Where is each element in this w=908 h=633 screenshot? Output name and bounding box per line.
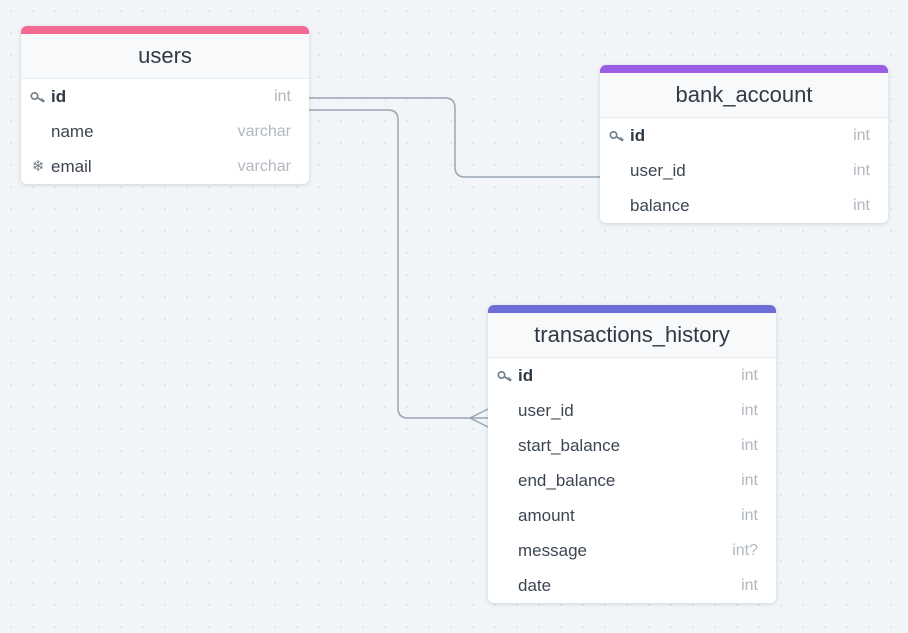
- field-type: int: [741, 437, 758, 454]
- field-name: user_id: [630, 161, 686, 180]
- field-name: id: [630, 126, 646, 145]
- field-type: int: [741, 507, 758, 524]
- table-title[interactable]: bank_account: [600, 73, 888, 118]
- field-name: balance: [630, 196, 690, 215]
- field-row-email[interactable]: ❄ email varchar: [21, 149, 309, 184]
- field-type: int: [853, 162, 870, 179]
- field-name: id: [518, 366, 534, 385]
- field-row-start-balance[interactable]: start_balance int: [488, 428, 776, 463]
- table-header-bar: [21, 26, 309, 34]
- field-row-user-id[interactable]: user_id int: [600, 153, 888, 188]
- crows-foot-many-icon: [468, 408, 489, 428]
- field-row-date[interactable]: date int: [488, 568, 776, 603]
- table-header-bar: [600, 65, 888, 73]
- field-name: end_balance: [518, 471, 616, 490]
- field-row-end-balance[interactable]: end_balance int: [488, 463, 776, 498]
- field-row-balance[interactable]: balance int: [600, 188, 888, 223]
- key-icon: [29, 79, 47, 114]
- field-list: id int user_id int start_balance int end…: [488, 358, 776, 603]
- table-bank-account[interactable]: bank_account id int user_id int balance …: [600, 65, 888, 223]
- field-type: int: [741, 402, 758, 419]
- field-row-user-id[interactable]: user_id int: [488, 393, 776, 428]
- field-row-message[interactable]: message int?: [488, 533, 776, 568]
- key-icon: [496, 358, 514, 393]
- field-type: int: [741, 367, 758, 384]
- field-name: start_balance: [518, 436, 621, 455]
- table-title[interactable]: transactions_history: [488, 313, 776, 358]
- field-type: int: [853, 197, 870, 214]
- relation-users-bank-account[interactable]: [309, 97, 600, 178]
- field-name: message: [518, 541, 587, 560]
- field-type: int: [853, 127, 870, 144]
- field-type: varchar: [237, 158, 291, 175]
- field-row-id[interactable]: id int: [600, 118, 888, 153]
- table-users[interactable]: users id int name varchar ❄ email varcha…: [21, 26, 309, 184]
- field-list: id int user_id int balance int: [600, 118, 888, 223]
- field-type: int: [741, 577, 758, 594]
- field-name: id: [51, 87, 67, 106]
- field-type: int?: [732, 542, 758, 559]
- table-header-bar: [488, 305, 776, 313]
- field-name: name: [51, 122, 94, 141]
- relation-users-transactions[interactable]: [309, 109, 488, 419]
- snowflake-icon: ❄: [31, 158, 45, 175]
- field-row-id[interactable]: id int: [488, 358, 776, 393]
- field-row-id[interactable]: id int: [21, 79, 309, 114]
- field-list: id int name varchar ❄ email varchar: [21, 79, 309, 184]
- table-transactions-history[interactable]: transactions_history id int user_id int …: [488, 305, 776, 603]
- field-name: amount: [518, 506, 575, 525]
- field-type: int: [741, 472, 758, 489]
- key-icon: [608, 118, 626, 153]
- field-type: int: [274, 88, 291, 105]
- field-row-amount[interactable]: amount int: [488, 498, 776, 533]
- field-name: date: [518, 576, 552, 595]
- field-type: varchar: [237, 123, 291, 140]
- field-name: email: [51, 157, 92, 176]
- table-title[interactable]: users: [21, 34, 309, 79]
- field-row-name[interactable]: name varchar: [21, 114, 309, 149]
- field-name: user_id: [518, 401, 574, 420]
